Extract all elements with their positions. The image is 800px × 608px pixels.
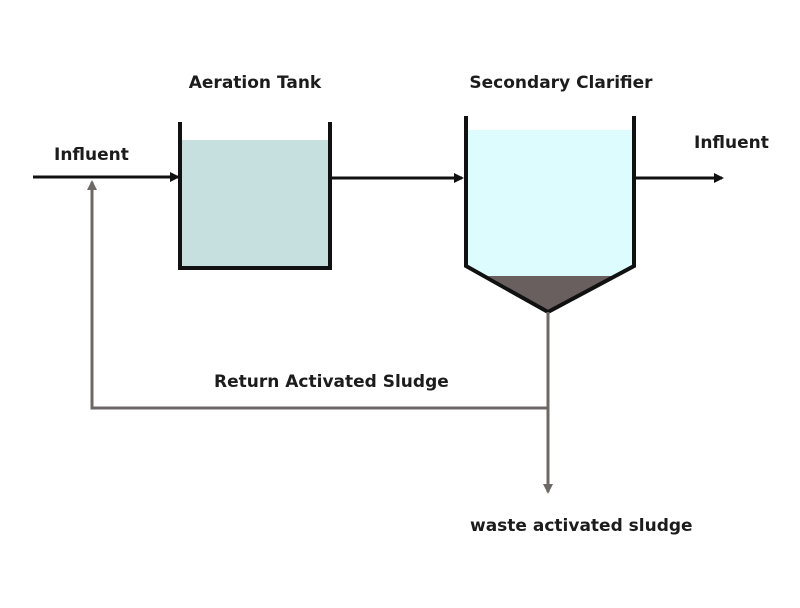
clarifier-liquid [468, 130, 632, 309]
return-activated-sludge-label: Return Activated Sludge [214, 372, 449, 392]
secondary-clarifier [464, 116, 636, 315]
aeration-tank-liquid [182, 140, 328, 266]
aeration-tank-walls [178, 122, 332, 270]
aeration-tank [178, 122, 332, 270]
secondary-clarifier-label: Secondary Clarifier [469, 73, 653, 93]
aeration-tank-label: Aeration Tank [189, 73, 322, 93]
waste-activated-sludge-label: waste activated sludge [470, 516, 693, 536]
clarifier-sludge [488, 276, 614, 310]
influent-outlet-label: Influent [694, 133, 769, 153]
influent-inlet-label: Influent [54, 145, 129, 165]
return-activated-sludge-arrow [87, 180, 548, 410]
